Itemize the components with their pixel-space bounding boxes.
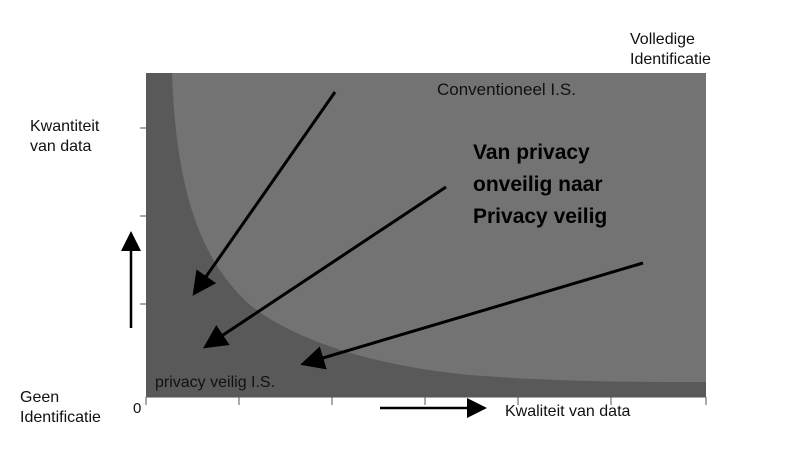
no-identification-line-1: Geen	[20, 389, 60, 406]
full-identification-label: Volledige Identificatie	[630, 30, 711, 70]
headline-line-3: Privacy veilig	[473, 205, 608, 228]
y-axis-label-line-1: Kwantiteit	[30, 118, 100, 135]
transition-arrow-2	[203, 185, 447, 349]
full-identification-line-1: Volledige	[630, 31, 695, 48]
headline: Van privacy onveilig naar Privacy veilig	[473, 137, 607, 233]
headline-line-1: Van privacy	[473, 141, 590, 164]
y-axis-ticks	[140, 127, 146, 305]
no-identification-line-2: Identificatie	[20, 409, 101, 426]
transition-arrows	[192, 91, 644, 370]
headline-line-2: onveilig naar	[473, 173, 603, 196]
conventional-region-label: Conventioneel I.S.	[437, 80, 576, 99]
y-axis-label: Kwantiteit van data	[30, 117, 99, 157]
full-identification-line-2: Identificatie	[630, 51, 711, 68]
transition-arrow-1	[192, 91, 337, 296]
conventional-region	[172, 73, 706, 382]
transition-arrow-3	[300, 261, 644, 370]
privacy-safe-region-label: privacy veilig I.S.	[155, 374, 276, 391]
y-axis-label-line-2: van data	[30, 138, 92, 155]
origin-label: 0	[133, 400, 142, 417]
no-identification-label: Geen Identificatie	[20, 388, 101, 428]
x-axis-label: Kwaliteit van data	[505, 403, 631, 420]
x-axis	[145, 396, 707, 405]
